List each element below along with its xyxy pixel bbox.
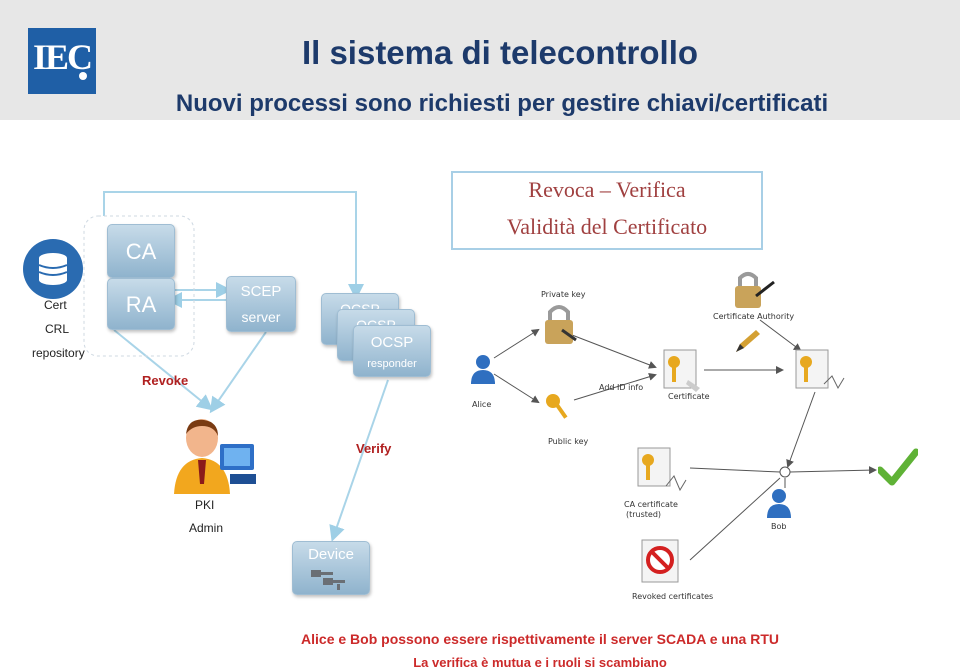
pen-icon xyxy=(736,330,760,352)
revoked-certificate-icon xyxy=(641,539,679,583)
ca-certificate-label: CA certificate xyxy=(624,500,678,509)
certificate-icon xyxy=(663,349,700,392)
ca-tile: CA xyxy=(107,224,175,278)
header-band: IEC Il sistema di telecontrollo Nuovi pr… xyxy=(0,0,960,120)
checkmark-icon xyxy=(878,448,918,486)
ocsp-responder-tile: OCSP responder xyxy=(353,325,431,377)
iec-logo: IEC xyxy=(28,28,96,94)
certificate-label: Certificate xyxy=(668,392,710,401)
padlock-icon xyxy=(545,305,577,344)
device-tile: Device xyxy=(292,541,370,595)
pki-label: PKI xyxy=(195,498,215,512)
repo-label-crl: CRL xyxy=(45,322,70,336)
ra-label: RA xyxy=(125,292,157,317)
callout-line-2: Validità del Certificato xyxy=(506,214,708,239)
validity-callout: Revoca – Verifica Validità del Certifica… xyxy=(451,171,763,250)
revoke-label: Revoke xyxy=(142,373,189,388)
keys-icon xyxy=(311,570,345,590)
footer-line-2: La verifica è mutua e i ruoli si scambia… xyxy=(413,655,667,670)
public-key-label: Public key xyxy=(548,437,589,446)
bob-user-icon xyxy=(767,489,791,518)
repo-label-cert: Cert xyxy=(44,298,67,312)
callout-line-1: Revoca – Verifica xyxy=(528,177,686,202)
logo-dot xyxy=(79,72,87,80)
logo-text: IEC xyxy=(32,37,93,77)
verify-label: Verify xyxy=(356,441,392,456)
footer-line-1: Alice e Bob possono essere rispettivamen… xyxy=(301,631,779,647)
ocsp-label: OCSP xyxy=(370,334,414,351)
server-label: server xyxy=(241,309,281,325)
revoked-certificates-label: Revoked certificates xyxy=(632,592,714,601)
page-title: Il sistema di telecontrollo xyxy=(301,34,699,71)
bob-label: Bob xyxy=(771,522,787,531)
scep-server-tile: SCEP server xyxy=(226,276,296,332)
ra-tile: RA xyxy=(107,278,175,330)
page-subtitle: Nuovi processi sono richiesti per gestir… xyxy=(175,90,829,117)
certificate-authority-label: Certificate Authority xyxy=(713,312,795,321)
repo-label-repository: repository xyxy=(32,346,85,360)
database-icon xyxy=(23,239,83,299)
ca-label: CA xyxy=(125,239,157,264)
scep-label: SCEP xyxy=(240,283,282,300)
ca-certificate-icon xyxy=(637,447,687,492)
ca-padlock-pen-icon xyxy=(735,272,775,308)
alice-user-icon xyxy=(471,355,495,384)
device-label: Device xyxy=(308,546,354,563)
alice-label: Alice xyxy=(472,400,492,409)
pki-admin-person-icon xyxy=(174,419,256,494)
responder-label: responder xyxy=(367,358,417,370)
admin-label: Admin xyxy=(189,521,224,535)
private-key-label: Private key xyxy=(541,290,586,299)
signed-certificate-icon xyxy=(795,349,845,390)
add-id-info-label: Add ID info xyxy=(599,383,644,392)
ca-certificate-trusted-label: (trusted) xyxy=(626,510,662,519)
public-key-icon xyxy=(546,394,568,419)
